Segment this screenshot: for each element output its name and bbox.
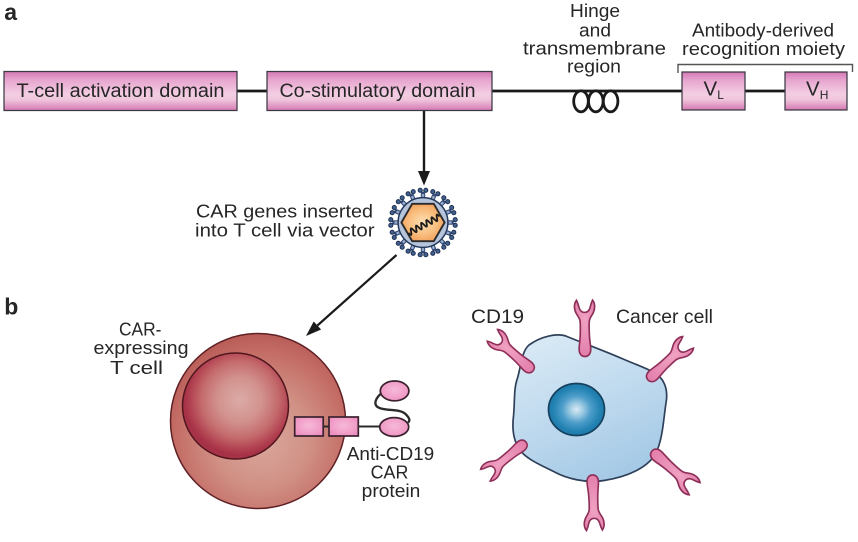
svg-text:recognition moiety: recognition moiety	[682, 39, 845, 59]
svg-text:CAR genes inserted: CAR genes inserted	[196, 202, 373, 222]
svg-text:CAR-: CAR-	[119, 320, 162, 340]
svg-text:Cancer cell: Cancer cell	[616, 306, 713, 328]
svg-text:expressing: expressing	[94, 338, 189, 358]
svg-text:Anti-CD19: Anti-CD19	[347, 444, 434, 464]
svg-text:CAR: CAR	[371, 463, 409, 483]
svg-text:region: region	[567, 57, 621, 77]
svg-text:into T cell via vector: into T cell via vector	[195, 220, 375, 240]
svg-text:Co-stimulatory domain: Co-stimulatory domain	[280, 81, 476, 102]
svg-text:Hinge: Hinge	[570, 1, 620, 21]
svg-text:transmembrane: transmembrane	[523, 39, 666, 59]
svg-text:a: a	[4, 0, 17, 25]
svg-text:CD19: CD19	[471, 306, 524, 328]
svg-text:protein: protein	[362, 481, 421, 501]
svg-text:b: b	[4, 294, 18, 320]
svg-text:Antibody-derived: Antibody-derived	[692, 21, 834, 41]
svg-text:T-cell activation domain: T-cell activation domain	[17, 81, 225, 102]
svg-text:and: and	[579, 20, 611, 40]
svg-text:T cell: T cell	[110, 358, 163, 378]
